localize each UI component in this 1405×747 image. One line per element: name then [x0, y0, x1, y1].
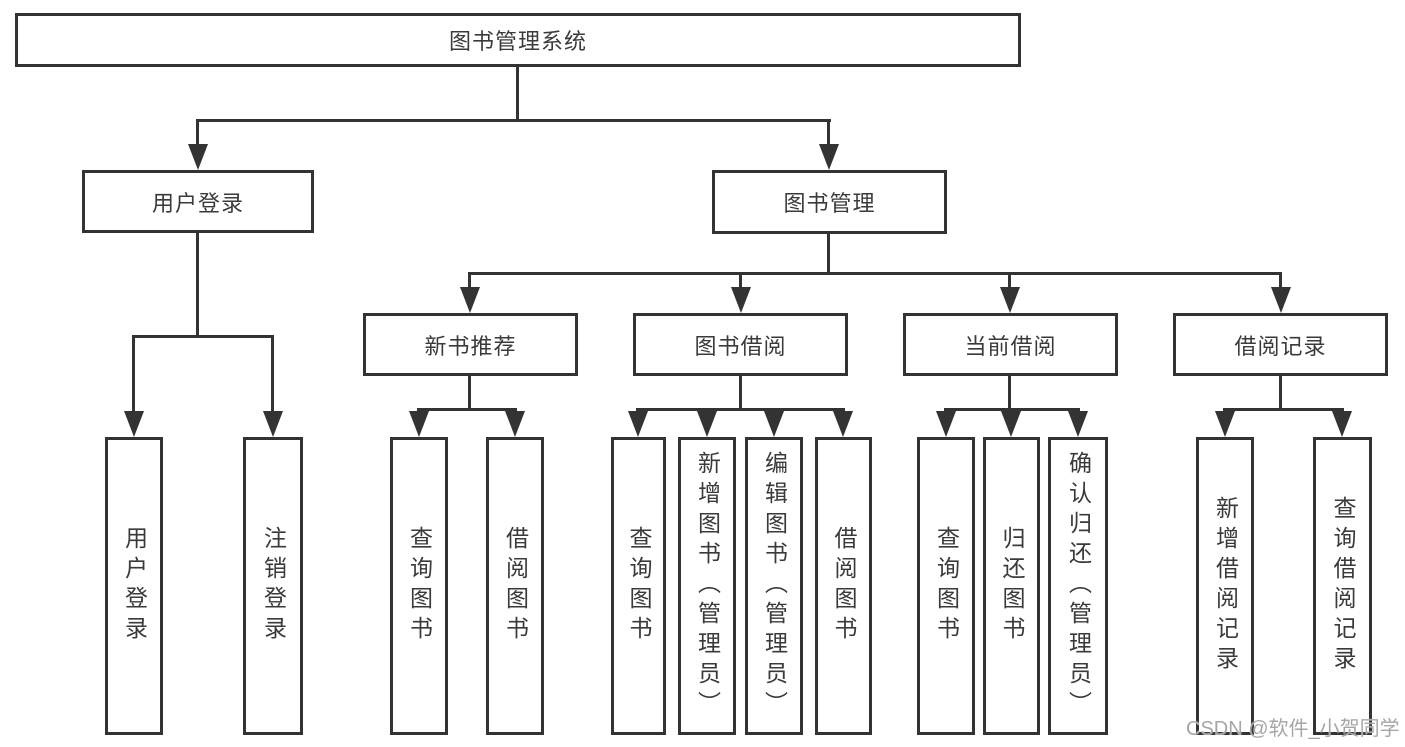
- arrow-to-borrow: [731, 287, 751, 313]
- node-book-borrow: 图书借阅: [633, 313, 848, 376]
- connector-current-stem: [1008, 272, 1011, 289]
- leaf-rec-add-record-label: 新增借阅记录: [1212, 496, 1239, 676]
- arrow-to-bw-edit: [764, 411, 784, 437]
- connector-borrow-branch: [636, 408, 845, 411]
- arrow-to-cur-query: [936, 411, 956, 437]
- connector-newbooks-branch: [417, 408, 517, 411]
- connector-userlogin-branch: [132, 335, 274, 338]
- arrow-to-login: [124, 411, 144, 437]
- arrow-to-cur-return: [1001, 411, 1021, 437]
- leaf-cur-query-books: 查询图书: [917, 437, 975, 735]
- leaf-user-login: 用户登录: [105, 437, 163, 735]
- connector-userlogin-stem: [196, 119, 199, 148]
- connector-current-branch: [944, 408, 1080, 411]
- leaf-rec-add-record: 新增借阅记录: [1196, 437, 1254, 735]
- leaf-bw-add-books-label: 新增图书（管理员）: [694, 451, 721, 721]
- node-current-borrow: 当前借阅: [903, 313, 1118, 376]
- node-root: 图书管理系统: [15, 13, 1021, 67]
- node-user-login: 用户登录: [82, 170, 314, 233]
- connector-root-stem: [516, 67, 519, 119]
- csdn-watermark: CSDN @软件_小贺同学: [1186, 718, 1400, 740]
- connector-bookmgmt-branch: [468, 272, 1282, 275]
- node-current-borrow-label: 当前借阅: [964, 333, 1057, 359]
- node-new-books-label: 新书推荐: [424, 333, 517, 359]
- connector-records-branch: [1223, 408, 1344, 411]
- connector-records-down: [1279, 376, 1282, 408]
- leaf-bw-edit-books-label: 编辑图书（管理员）: [761, 451, 788, 721]
- connector-borrow-down: [739, 376, 742, 408]
- arrow-to-bw-add: [697, 411, 717, 437]
- leaf-logout: 注销登录: [243, 437, 303, 735]
- connector-newbooks-stem: [468, 272, 471, 289]
- leaf-rec-query-record-label: 查询借阅记录: [1330, 496, 1356, 676]
- leaf-bw-query-books-label: 查询图书: [626, 526, 652, 646]
- node-borrow-records: 借阅记录: [1173, 313, 1388, 376]
- arrow-to-records: [1271, 287, 1291, 313]
- node-borrow-records-label: 借阅记录: [1234, 333, 1327, 359]
- node-book-borrow-label: 图书借阅: [694, 333, 787, 359]
- leaf-nb-query-books: 查询图书: [390, 437, 448, 735]
- leaf-bw-add-books: 新增图书（管理员）: [678, 437, 736, 735]
- leaf-user-login-label: 用户登录: [121, 526, 148, 646]
- leaf-rec-query-record: 查询借阅记录: [1313, 437, 1372, 735]
- arrow-to-nb-query: [409, 411, 429, 437]
- leaf-logout-label: 注销登录: [260, 526, 287, 646]
- leaf-cur-confirm-return: 确认归还（管理员）: [1048, 437, 1108, 735]
- arrow-to-user-login: [188, 144, 208, 170]
- leaf-cur-return-books-label: 归还图书: [999, 526, 1025, 646]
- node-book-mgmt-label: 图书管理: [783, 191, 876, 216]
- node-user-login-label: 用户登录: [151, 190, 244, 216]
- leaf-nb-query-books-label: 查询图书: [406, 526, 433, 646]
- leaf-cur-return-books: 归还图书: [983, 437, 1040, 735]
- connector-bookmgmt-down: [827, 234, 830, 272]
- connector-bookmgmt-stem: [827, 119, 830, 148]
- leaf-cur-confirm-return-label: 确认归还（管理员）: [1065, 451, 1092, 721]
- connector-userlogin-down: [196, 233, 199, 335]
- connector-root-branch: [196, 119, 831, 122]
- connector-records-stem: [1279, 272, 1282, 289]
- connector-borrow-stem: [739, 272, 742, 289]
- arrow-to-new-books: [460, 287, 480, 313]
- leaf-bw-edit-books: 编辑图书（管理员）: [745, 437, 803, 735]
- arrow-to-rec-add: [1215, 411, 1235, 437]
- connector-login-stem: [132, 335, 135, 413]
- arrow-to-cur-confirm: [1068, 411, 1088, 437]
- leaf-bw-borrow-books: 借阅图书: [815, 437, 872, 735]
- leaf-cur-query-books-label: 查询图书: [933, 526, 960, 646]
- node-book-mgmt: 图书管理: [712, 170, 947, 234]
- node-root-label: 图书管理系统: [448, 29, 587, 54]
- arrow-to-book-mgmt: [819, 144, 839, 170]
- connector-logout-stem: [271, 335, 274, 413]
- leaf-nb-borrow-books-label: 借阅图书: [502, 526, 529, 646]
- arrow-to-bw-query: [628, 411, 648, 437]
- arrow-to-logout: [263, 411, 283, 437]
- leaf-bw-query-books: 查询图书: [611, 437, 666, 735]
- leaf-bw-borrow-books-label: 借阅图书: [831, 526, 857, 646]
- arrow-to-bw-borrow: [833, 411, 853, 437]
- node-new-books: 新书推荐: [363, 313, 578, 376]
- arrow-to-rec-query: [1332, 411, 1352, 437]
- leaf-nb-borrow-books: 借阅图书: [486, 437, 544, 735]
- connector-newbooks-down: [468, 376, 471, 408]
- arrow-to-current: [1000, 287, 1020, 313]
- connector-current-down: [1008, 376, 1011, 408]
- arrow-to-nb-borrow: [505, 411, 525, 437]
